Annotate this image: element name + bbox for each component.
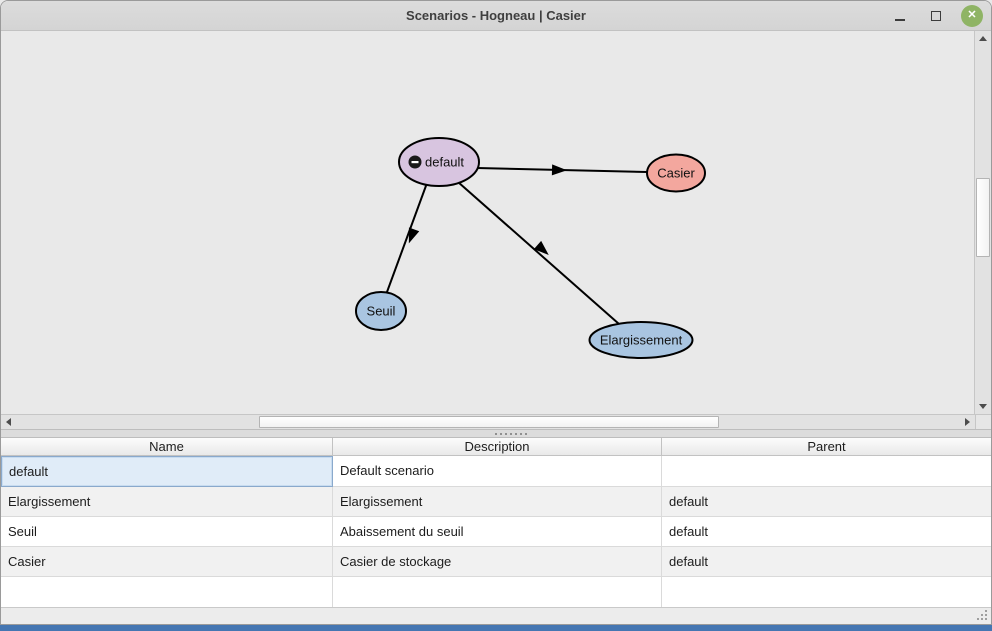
column-header-name[interactable]: Name: [1, 438, 333, 455]
titlebar[interactable]: Scenarios - Hogneau | Casier ✕: [1, 1, 991, 31]
node-elargissement-label: Elargissement: [600, 333, 683, 348]
window-controls: ✕: [889, 1, 983, 30]
table-empty-area: [1, 577, 991, 607]
minimize-button[interactable]: [889, 5, 911, 27]
node-elargissement[interactable]: [588, 321, 694, 359]
node-casier-label: Casier: [657, 166, 695, 181]
scenario-graph-canvas[interactable]: default Casier Seuil Elargissement: [1, 31, 974, 414]
table-row[interactable]: default Default scenario: [1, 456, 991, 487]
node-seuil-label: Seuil: [367, 304, 396, 319]
splitter-handle[interactable]: [1, 429, 991, 438]
resize-grip-icon[interactable]: [985, 618, 987, 620]
vertical-scroll-thumb[interactable]: [976, 178, 990, 257]
scroll-up-button[interactable]: [975, 31, 991, 46]
minimize-icon: [895, 18, 905, 21]
scroll-left-button[interactable]: [1, 415, 16, 429]
node-casier[interactable]: [646, 153, 706, 193]
cell-name[interactable]: default: [1, 456, 333, 487]
arrowhead-icon: [533, 240, 549, 255]
cell-parent[interactable]: default: [662, 517, 991, 547]
maximize-icon: [931, 10, 941, 21]
status-bar: [1, 607, 991, 624]
node-default-label: default: [425, 155, 464, 170]
vertical-scroll-track[interactable]: [975, 46, 991, 399]
node-default[interactable]: [398, 137, 480, 187]
cell-parent[interactable]: default: [662, 487, 991, 517]
cell-description[interactable]: Abaissement du seuil: [333, 517, 662, 547]
column-header-description[interactable]: Description: [333, 438, 662, 455]
table-header: Name Description Parent: [1, 438, 991, 456]
table-row[interactable]: Seuil Abaissement du seuil default: [1, 517, 991, 547]
horizontal-scroll-track[interactable]: [16, 415, 960, 429]
cell-name[interactable]: Seuil: [1, 517, 333, 547]
maximize-button[interactable]: [925, 5, 947, 27]
table-row[interactable]: Casier Casier de stockage default: [1, 547, 991, 577]
cell-description[interactable]: Casier de stockage: [333, 547, 662, 577]
splitter-dots-icon: [495, 432, 497, 435]
cell-description[interactable]: Default scenario: [333, 456, 662, 487]
arrowhead-icon: [408, 227, 420, 244]
edge-arrowheads: [408, 164, 567, 255]
scroll-up-icon: [979, 36, 987, 41]
cell-name[interactable]: Casier: [1, 547, 333, 577]
scroll-down-icon: [979, 404, 987, 409]
scrollbar-corner: [975, 415, 991, 429]
taskbar-strip: [0, 625, 992, 631]
edge-default-seuil: [386, 182, 428, 293]
cell-parent[interactable]: default: [662, 547, 991, 577]
table-row[interactable]: Elargissement Elargissement default: [1, 487, 991, 517]
edge-default-elargissement: [457, 181, 620, 325]
graph-edges: [386, 167, 648, 325]
scenario-table: Name Description Parent default Default …: [1, 438, 991, 607]
column-header-parent[interactable]: Parent: [807, 439, 846, 454]
scroll-down-button[interactable]: [975, 399, 991, 414]
cell-parent[interactable]: [662, 456, 991, 487]
horizontal-scrollbar[interactable]: [1, 414, 991, 429]
cell-description[interactable]: Elargissement: [333, 487, 662, 517]
node-seuil[interactable]: [355, 291, 407, 331]
graph-area: default Casier Seuil Elargissement: [1, 31, 991, 414]
scenario-graph: default Casier Seuil Elargissement: [355, 137, 706, 359]
window-title: Scenarios - Hogneau | Casier: [406, 8, 586, 23]
cell-name[interactable]: Elargissement: [1, 487, 333, 517]
minus-circle-icon[interactable]: [408, 155, 422, 169]
arrowhead-icon: [551, 164, 567, 176]
close-button[interactable]: ✕: [961, 4, 983, 27]
vertical-scrollbar[interactable]: [974, 31, 991, 414]
scroll-right-button[interactable]: [960, 415, 975, 429]
horizontal-scroll-thumb[interactable]: [259, 416, 719, 428]
scroll-left-icon: [6, 418, 11, 426]
scroll-right-icon: [965, 418, 970, 426]
